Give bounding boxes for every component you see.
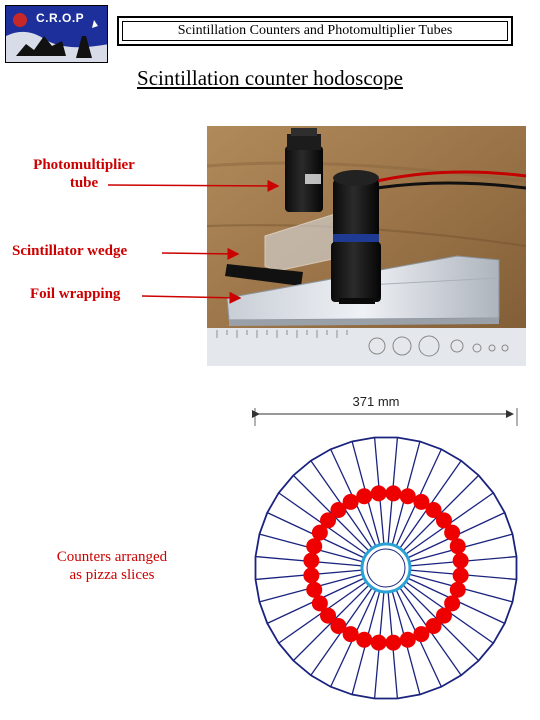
- pmt-ring: [303, 485, 469, 651]
- pmt-dot: [370, 485, 387, 502]
- pmt-dot: [303, 567, 320, 584]
- pmt-dot: [306, 581, 323, 598]
- pmt-dot: [435, 607, 452, 624]
- pmt-dot: [306, 538, 323, 555]
- pmt-dot: [435, 512, 452, 529]
- counter-photo: [207, 126, 526, 366]
- pmt-dot: [330, 502, 347, 519]
- dimension-label: 371 mm: [353, 394, 400, 409]
- pmt-dot: [320, 512, 337, 529]
- crop-logo: C.R.O.P: [5, 5, 108, 63]
- label-pmt-line2: tube: [69, 175, 99, 191]
- hub-inner: [366, 548, 406, 588]
- pmt-dot: [399, 488, 416, 505]
- hodoscope-diagram: 371 mm: [252, 394, 518, 700]
- label-photomultiplier-tube: Photomultiplier tube: [14, 156, 154, 192]
- pmt-dot: [342, 626, 359, 643]
- outer-polygon: [254, 436, 518, 700]
- label-counters-pizza: Counters arranged as pizza slices: [32, 548, 192, 584]
- pmt-dot: [356, 631, 373, 648]
- label-foil-wrapping: Foil wrapping: [30, 286, 121, 302]
- pmt-dot: [413, 493, 430, 510]
- page-title: Scintillation counter hodoscope: [137, 66, 403, 90]
- label-counters-line2: as pizza slices: [69, 567, 155, 583]
- pmt-dot: [452, 567, 469, 584]
- pmt-dot: [311, 524, 328, 541]
- header-box: Scintillation Counters and Photomultipli…: [117, 16, 513, 46]
- pmt-dot: [385, 634, 402, 651]
- pmt-dot: [452, 552, 469, 569]
- pmt-dot: [425, 502, 442, 519]
- label-pmt-line1: Photomultiplier: [33, 157, 135, 173]
- pmt-dot: [449, 538, 466, 555]
- pmt-dot: [444, 524, 461, 541]
- pmt-dot: [303, 552, 320, 569]
- pmt-dot: [370, 634, 387, 651]
- header-title: Scintillation Counters and Photomultipli…: [122, 21, 508, 41]
- pmt-dot: [320, 607, 337, 624]
- pmt-dot: [385, 485, 402, 502]
- pmt-dot: [342, 493, 359, 510]
- pmt-dot: [356, 488, 373, 505]
- pmt-dot: [399, 631, 416, 648]
- logo-graphic: [6, 6, 107, 62]
- pmt-dot: [330, 617, 347, 634]
- pmt-dot: [444, 595, 461, 612]
- pmt-dot: [413, 626, 430, 643]
- pmt-dot: [425, 617, 442, 634]
- logo-text: C.R.O.P: [36, 11, 85, 25]
- pmt-dot: [449, 581, 466, 598]
- pmt-dot: [311, 595, 328, 612]
- label-scintillator-wedge: Scintillator wedge: [12, 243, 128, 259]
- label-counters-line1: Counters arranged: [56, 549, 168, 565]
